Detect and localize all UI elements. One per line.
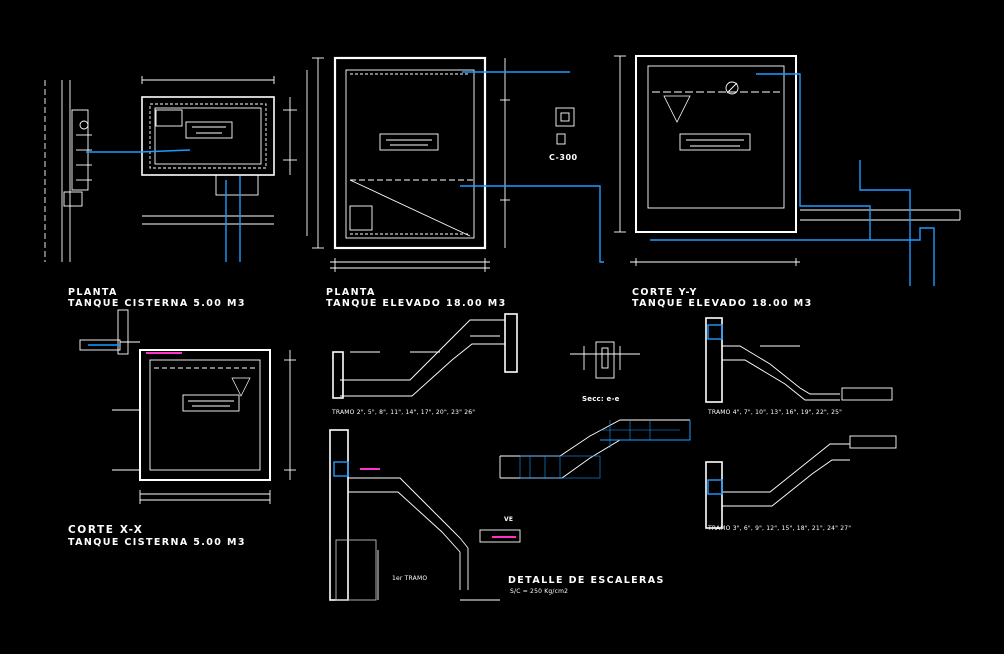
tramo-a-label: TRAMO 2", 5", 8", 11", 14", 17", 20", 23… (332, 409, 476, 416)
tramo-c-label: TRAMO 3", 6", 9", 12", 15", 18", 21", 24… (708, 525, 852, 532)
corte-xx-title: CORTE X-X (68, 524, 144, 536)
corte-yy-title: CORTE Y-Y (632, 287, 698, 298)
c300-label: C-300 (549, 153, 578, 162)
tramo-b-label: TRAMO 4", 7", 10", 13", 16", 19", 22", 2… (708, 409, 843, 416)
planta-elevado-title: PLANTA (326, 287, 376, 298)
stair-primer-tramo-drawing (329, 429, 521, 601)
planta-cisterna-title: PLANTA (68, 287, 118, 298)
planta-elevado-drawing (306, 56, 575, 272)
secc-ee-drawing (570, 341, 640, 379)
stair-tramo-b-drawing (705, 317, 893, 403)
stair-detail-center-drawing (499, 419, 691, 479)
stair-tramo-c-drawing (705, 435, 897, 529)
detalle-escaleras-load: S/C = 250 Kg/cm2 (510, 588, 569, 595)
detalle-escaleras-title: DETALLE DE ESCALERAS (508, 575, 665, 586)
corte-xx-drawing (79, 309, 296, 504)
accent-lines (146, 352, 516, 538)
piping-network (86, 71, 935, 495)
corte-xx-subtitle: TANQUE CISTERNA 5.00 M3 (68, 537, 246, 548)
stair-tramo-a-drawing (332, 313, 518, 399)
corte-yy-subtitle: TANQUE ELEVADO 18.00 M3 (632, 298, 813, 309)
planta-cisterna-drawing (44, 76, 297, 262)
planta-elevado-subtitle: TANQUE ELEVADO 18.00 M3 (326, 298, 507, 309)
primer-tramo-label: 1er TRAMO (392, 575, 428, 582)
planta-cisterna-subtitle: TANQUE CISTERNA 5.00 M3 (68, 298, 246, 309)
secc-ee-label: Secc: e-e (582, 395, 620, 403)
ve-label: VE (504, 516, 514, 523)
corte-yy-drawing (614, 55, 961, 266)
